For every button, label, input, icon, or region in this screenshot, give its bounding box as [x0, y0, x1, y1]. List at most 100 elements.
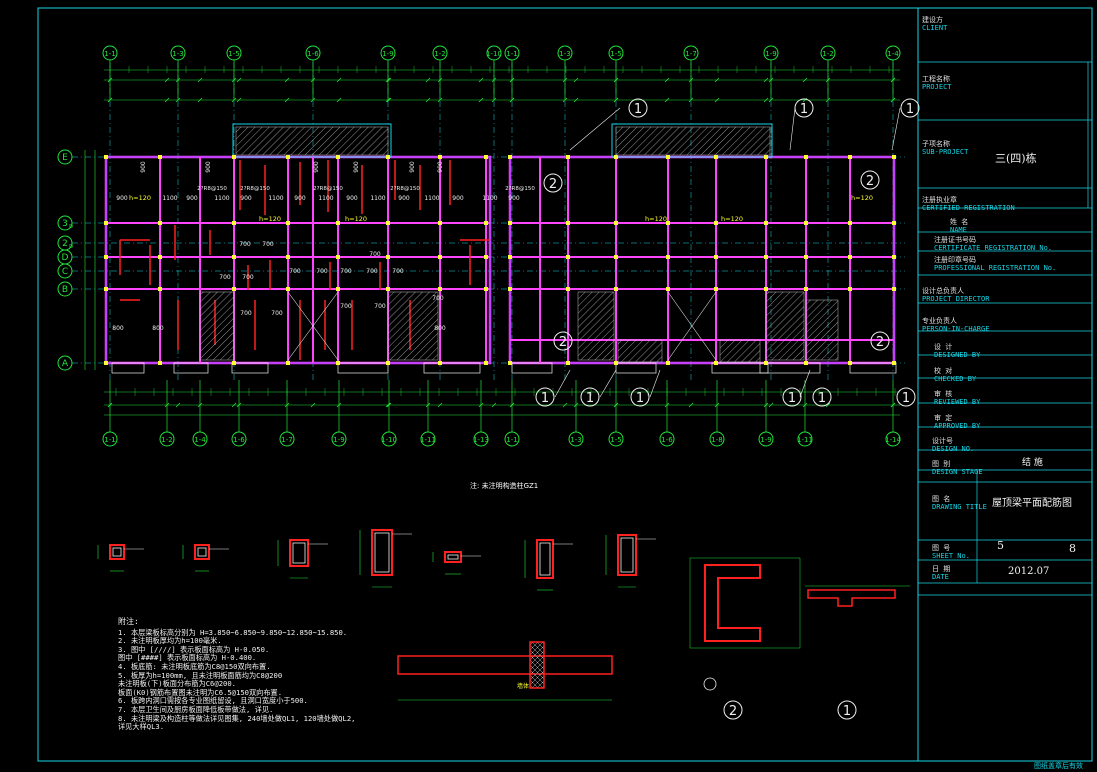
note-line: 7. 本层卫生间及厨房板面降低板带做法, 详见. — [118, 704, 274, 714]
callout-number: 1 — [902, 391, 910, 406]
callout-number: 1 — [634, 102, 642, 117]
grid-label-bottom: 1-6 — [661, 436, 673, 444]
note-line: 6. 板跨内洞口需按各专业图纸留设, 且洞口宽度小于500. — [118, 696, 308, 706]
slab-dim-label: 900 — [398, 195, 410, 202]
dim-tick — [107, 97, 113, 103]
callout-bubble-1 — [896, 387, 916, 407]
note-line: 详见大样QL3. — [118, 722, 165, 732]
dim-tick — [478, 402, 484, 408]
slab-dim-label: 900 — [452, 195, 464, 202]
column-marker — [104, 255, 108, 259]
dim-tick — [284, 97, 290, 103]
dim-tick — [825, 402, 831, 408]
column-section-inner — [197, 547, 207, 557]
note-line: 3. 图中 [////] 表示板面标高为 H-0.050. — [118, 644, 270, 654]
grid-bubble-bottom — [331, 431, 347, 447]
grid-bubble-bottom — [568, 431, 584, 447]
slab-dim-label: 900 — [116, 195, 128, 202]
column-marker — [614, 361, 618, 365]
slab-dim-label: 700 — [340, 303, 352, 310]
slab-thickness-label: h=120 — [259, 215, 281, 223]
slab-dim-label: 700 — [219, 274, 231, 281]
grid-bubble-bottom — [381, 431, 397, 447]
column-marker — [764, 287, 768, 291]
dim-tick — [236, 77, 242, 83]
grid-label-top: 1-10 — [486, 50, 502, 58]
grid-label-sub: D — [69, 244, 73, 250]
column-marker — [764, 361, 768, 365]
grid-label-left: E — [62, 153, 68, 163]
dim-tick — [714, 77, 720, 83]
slab-edge-detail — [807, 589, 896, 607]
dim-tick — [509, 77, 515, 83]
dim-tick — [825, 77, 831, 83]
dim-tick — [385, 97, 391, 103]
column-marker — [336, 221, 340, 225]
column-marker — [714, 155, 718, 159]
slab-dim-label: 700 — [340, 268, 352, 275]
grid-label-bottom: 1-6 — [233, 436, 245, 444]
slab-thickness-label: h=120 — [345, 215, 367, 223]
slab-dim-label: 1100 — [370, 195, 385, 202]
dim-tick — [386, 402, 392, 408]
column-marker — [104, 361, 108, 365]
dim-tick — [491, 97, 497, 103]
slab-thickness-label: h=120 — [645, 215, 667, 223]
column-marker — [386, 221, 390, 225]
grid-label-bottom: 1-3 — [570, 436, 581, 444]
callout-bubble-1 — [782, 387, 802, 407]
callout-number: 2 — [876, 335, 884, 350]
tb-subproject-value: 三(四)栋 — [995, 152, 1037, 165]
hatched-slab — [617, 339, 663, 363]
column-marker — [484, 255, 488, 259]
grid-label-bottom: 1-4 — [194, 436, 206, 444]
dim-tick — [688, 402, 694, 408]
callout-leader — [554, 369, 571, 398]
step-outline — [849, 362, 897, 374]
grid-label-bottom: 1-9 — [333, 436, 344, 444]
grid-label-bottom: 1-1 — [506, 436, 517, 444]
dim-tick — [714, 402, 720, 408]
column-marker — [508, 287, 512, 291]
column-marker — [804, 255, 808, 259]
column-section — [289, 539, 309, 567]
beam-section-frame — [689, 557, 801, 649]
dim-tick — [310, 97, 316, 103]
slab-dim-label: 700 — [392, 268, 404, 275]
dim-tick — [802, 402, 808, 408]
callout-bubble-1 — [900, 98, 920, 118]
grid-label-top: 1-9 — [765, 50, 776, 58]
grid-label-bottom: 1-1 — [104, 436, 115, 444]
slab-thickness-label: h=120 — [129, 194, 151, 202]
column-marker — [714, 255, 718, 259]
dim-tick — [890, 97, 896, 103]
slab-thickness-label: h=120 — [851, 194, 873, 202]
slab-dim-label: 800 — [434, 325, 446, 332]
column-marker — [666, 361, 670, 365]
column-marker — [892, 361, 896, 365]
column-marker — [438, 221, 442, 225]
column-marker — [438, 255, 442, 259]
callout-leader — [891, 107, 901, 151]
column-marker — [764, 155, 768, 159]
note-line: 图中 [####] 表示板面标高为 H-0.400. — [118, 653, 257, 663]
callout-bubble-1 — [812, 387, 832, 407]
column-section-inner — [374, 532, 390, 573]
column-marker — [158, 361, 162, 365]
dim-tick — [175, 402, 181, 408]
grid-bubble-bottom — [231, 431, 247, 447]
dim-tick — [386, 97, 392, 103]
grid-label-left: 3 — [62, 219, 68, 229]
slab-dim-label: 900 — [186, 195, 198, 202]
callout-number: 1 — [541, 391, 549, 406]
callout-bubble-2 — [860, 170, 880, 190]
column-marker — [566, 155, 570, 159]
slab-dim-label: 1100 — [318, 195, 333, 202]
slab-dim-label: 1100 — [268, 195, 283, 202]
callout-number: 1 — [906, 102, 914, 117]
column-marker — [286, 255, 290, 259]
